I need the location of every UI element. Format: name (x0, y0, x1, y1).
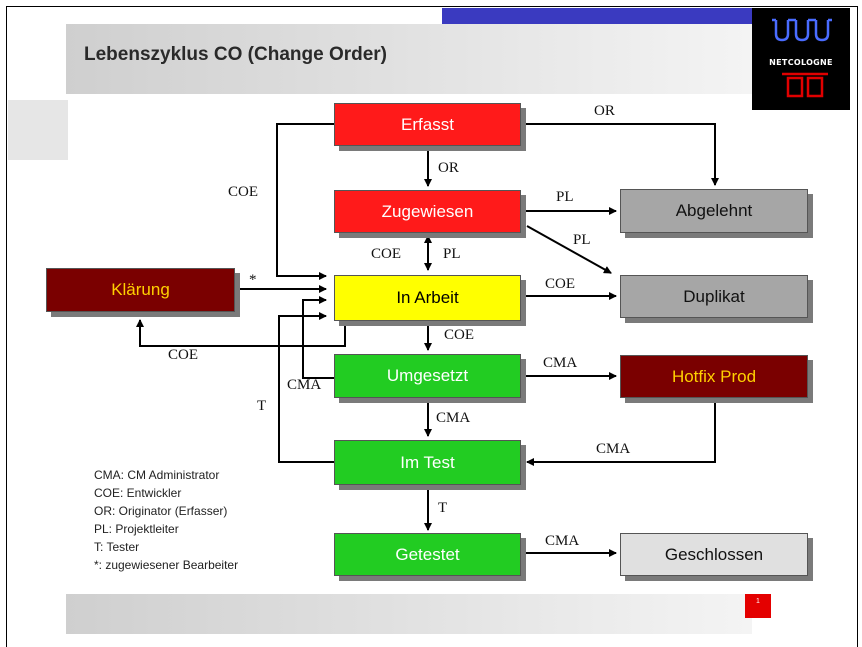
legend: CMA: CM Administrator COE: Entwickler OR… (94, 466, 238, 574)
netcologne-logo: NETCOLOGNE (752, 8, 850, 110)
node-erfasst: Erfasst (334, 103, 521, 146)
header-accent-bar (442, 8, 754, 24)
logo-text: NETCOLOGNE (769, 58, 833, 67)
label-umgesetzt-hotfix: CMA (543, 355, 578, 371)
label-erfasst-zugewiesen: OR (438, 160, 459, 176)
legend-item: COE: Entwickler (94, 486, 182, 500)
label-inarbeit-umgesetzt: COE (444, 327, 474, 343)
legend-item: T: Tester (94, 540, 140, 554)
label-zugewiesen-duplikat: PL (573, 232, 591, 248)
node-zugewiesen: Zugewiesen (334, 190, 521, 233)
node-geschlossen: Geschlossen (620, 533, 808, 576)
page-number: 1 (756, 598, 760, 605)
edge-imtest-inarbeit (278, 312, 334, 463)
legend-item: PL: Projektleiter (94, 522, 179, 536)
node-klaerung: Klärung (46, 268, 235, 312)
logo-graphic (772, 18, 832, 98)
page-number-badge: 1 (745, 594, 771, 618)
legend-item: OR: Originator (Erfasser) (94, 504, 228, 518)
node-in-arbeit: In Arbeit (334, 275, 521, 321)
node-umgesetzt: Umgesetzt (334, 354, 521, 398)
label-zugewiesen-inarbeit-pl: PL (443, 246, 461, 262)
footer-bar (66, 594, 752, 634)
label-imtest-getestet: T (438, 500, 448, 516)
node-hotfix-prod: Hotfix Prod (620, 355, 808, 398)
node-abgelehnt: Abgelehnt (620, 189, 808, 233)
label-erfasst-abgelehnt: OR (594, 103, 615, 119)
label-inarbeit-duplikat: COE (545, 276, 575, 292)
edge-zugewiesen-duplikat (526, 225, 612, 274)
label-getestet-geschlossen: CMA (545, 533, 580, 549)
edge-erfasst-abgelehnt (521, 123, 719, 186)
label-hotfix-imtest: CMA (596, 441, 631, 457)
slide-title: Lebenszyklus CO (Change Order) (84, 44, 388, 65)
label-zugewiesen-inarbeit-coe: COE (371, 246, 401, 262)
decorative-block (8, 100, 68, 160)
edge-umgesetzt-inarbeit (302, 296, 334, 379)
label-umgesetzt-imtest: CMA (436, 410, 471, 426)
legend-item: CMA: CM Administrator (94, 468, 220, 482)
label-imtest-t: T (257, 398, 267, 414)
label-klaerung-star: * (249, 272, 257, 288)
label-umgesetzt-cma: CMA (287, 377, 322, 393)
slide-frame (6, 6, 858, 647)
label-inarbeit-klaerung: COE (168, 347, 198, 363)
legend-item: *: zugewiesener Bearbeiter (94, 558, 239, 572)
edge-inarbeit-klaerung (136, 319, 346, 347)
label-zugewiesen-abgelehnt: PL (556, 189, 574, 205)
node-getestet: Getestet (334, 533, 521, 576)
node-duplikat: Duplikat (620, 275, 808, 318)
title-bar (66, 24, 752, 94)
label-erfasst-coe: COE (228, 184, 258, 200)
edge-erfasst-inarbeit (276, 123, 334, 280)
edge-hotfix-imtest (526, 398, 716, 466)
node-im-test: Im Test (334, 440, 521, 485)
